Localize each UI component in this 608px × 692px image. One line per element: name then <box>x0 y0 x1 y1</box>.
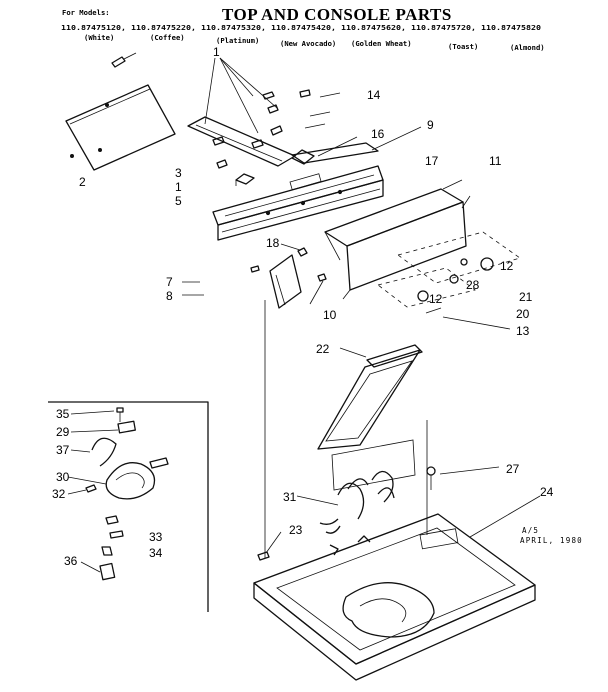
revision-note-code: A/5 <box>522 526 539 535</box>
revision-note-date: APRIL, 1980 <box>520 536 583 545</box>
callout-36: 36 <box>64 554 78 568</box>
callout-8: 8 <box>166 289 173 303</box>
callout-30: 30 <box>56 470 70 484</box>
callout-37: 37 <box>56 443 70 457</box>
leader-lines <box>67 57 541 573</box>
callout-27: 27 <box>506 462 520 476</box>
callout-18: 18 <box>266 236 280 250</box>
callout-21: 21 <box>519 290 533 304</box>
callout-23: 23 <box>289 523 303 537</box>
callout-34: 34 <box>149 546 163 560</box>
callout-1: 1 <box>213 45 220 59</box>
color-golden-wheat: (Golden Wheat) <box>351 39 412 48</box>
callout-14: 14 <box>367 88 381 102</box>
color-coffee: (Coffee) <box>150 33 185 42</box>
callout-17: 17 <box>425 154 439 168</box>
part-console-door <box>317 344 423 450</box>
color-almond: (Almond) <box>510 43 545 52</box>
callout-12b: 12 <box>429 292 443 306</box>
callout-1b: 1 <box>175 180 182 194</box>
part-switch-bracket <box>250 247 327 309</box>
part-wire-harness <box>257 470 395 561</box>
callout-28: 28 <box>466 278 480 292</box>
part-rear-panel <box>65 52 176 171</box>
callout-labels: 1 2 3 1 5 7 8 9 10 11 12 12 13 14 16 17 … <box>52 45 554 568</box>
callout-24: 24 <box>540 485 554 499</box>
color-platinum: (Platinum) <box>216 36 259 45</box>
page-title: TOP AND CONSOLE PARTS <box>222 5 452 24</box>
part-console-rail <box>212 165 384 241</box>
inset-power-cord <box>48 401 209 612</box>
guide-lines <box>264 300 428 558</box>
callout-22: 22 <box>316 342 330 356</box>
model-numbers: 110.87475120, 110.87475220, 110.87475320… <box>61 23 541 32</box>
color-toast: (Toast) <box>448 42 478 51</box>
part-console-panel <box>324 179 521 314</box>
callout-13: 13 <box>516 324 530 338</box>
color-white: (White) <box>84 33 114 42</box>
part-screw-27 <box>426 466 436 490</box>
callout-10: 10 <box>323 308 337 322</box>
callout-32: 32 <box>52 487 66 501</box>
callout-33: 33 <box>149 530 163 544</box>
callout-9: 9 <box>427 118 434 132</box>
callout-20: 20 <box>516 307 530 321</box>
part-top-panel <box>253 513 536 681</box>
color-new-avocado: (New Avocado) <box>280 39 336 48</box>
callout-7: 7 <box>166 275 173 289</box>
callout-12: 12 <box>500 259 514 273</box>
for-models-label: For Models: <box>62 8 110 17</box>
callout-31: 31 <box>283 490 297 504</box>
callout-11: 11 <box>489 154 502 168</box>
callout-2: 2 <box>79 175 86 189</box>
callout-16: 16 <box>371 127 385 141</box>
part-console-bracket <box>187 116 379 186</box>
callout-3: 3 <box>175 166 182 180</box>
callout-35: 35 <box>56 407 70 421</box>
callout-5: 5 <box>175 194 182 208</box>
callout-29: 29 <box>56 425 70 439</box>
